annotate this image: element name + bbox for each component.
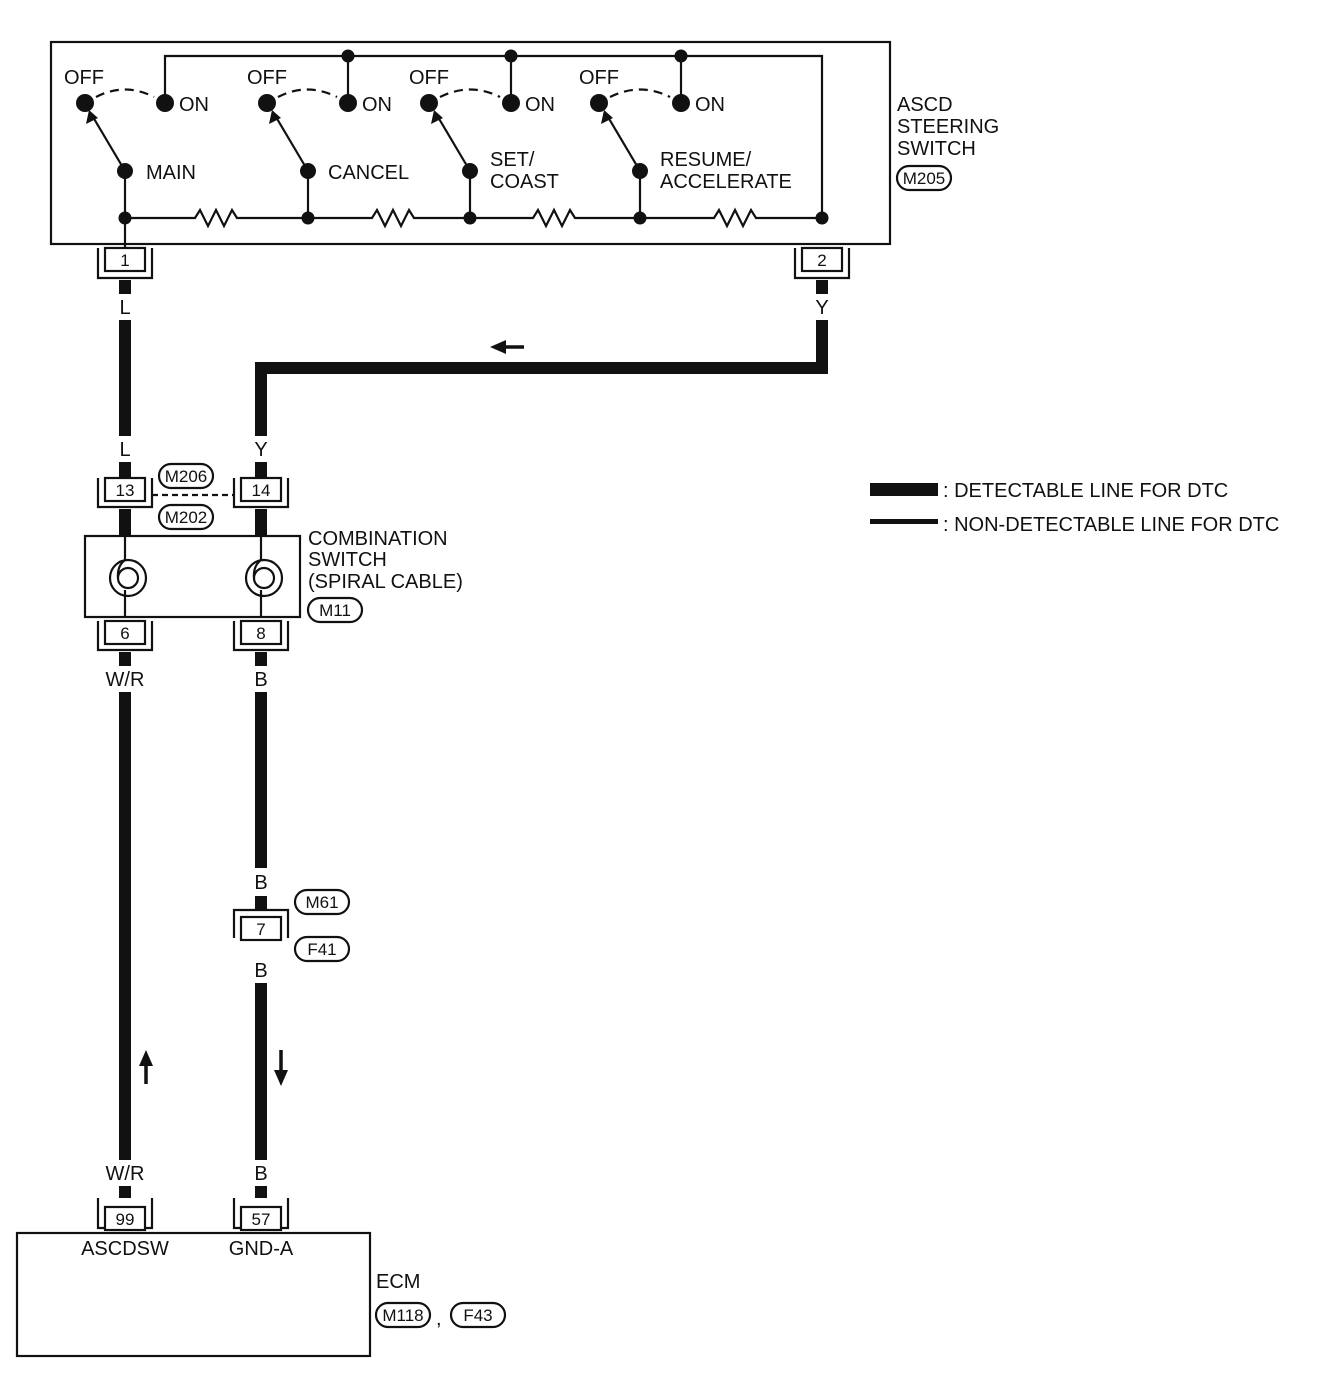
- ecm-pin-name-gnd-a: GND-A: [229, 1238, 294, 1260]
- pin-14-label: 14: [252, 481, 271, 500]
- steering-pin-1: 1: [96, 218, 154, 280]
- legend-non-detectable: : NON-DETECTABLE LINE FOR DTC: [943, 514, 1279, 536]
- wire-color-l-top: L: [119, 297, 130, 319]
- ecm-title: ECM: [376, 1271, 420, 1293]
- switch-coast-label: COAST: [490, 171, 559, 193]
- steering-pin-2: 2: [793, 246, 851, 280]
- connector-ref-m205: M205: [903, 169, 946, 188]
- connector-ref-m206: M206: [165, 467, 208, 486]
- pin-13-label: 13: [116, 481, 135, 500]
- pin-57-label: 57: [252, 1210, 271, 1229]
- switch-cancel-on-label: ON: [362, 94, 392, 116]
- switch-cancel-label: CANCEL: [328, 162, 409, 184]
- connector-badge-f43: [449, 1301, 507, 1329]
- switch-cancel-off-label: OFF: [247, 67, 287, 89]
- connector-badge-m202: [157, 503, 215, 531]
- connector-ref-m118: M118: [382, 1306, 423, 1325]
- wire-color-b-2: B: [254, 872, 267, 894]
- signal-arrow-up: [139, 1050, 153, 1084]
- wire-color-b-1: B: [254, 669, 267, 691]
- connector-badge-m206: [157, 462, 215, 490]
- combination-switch-title-3: (SPIRAL CABLE): [308, 571, 463, 593]
- connector-ref-m202: M202: [165, 508, 208, 527]
- ecm-box: [15, 1231, 372, 1358]
- connector-badge-m118: [374, 1301, 432, 1329]
- combination-switch-box: [83, 534, 302, 619]
- ascd-steering-switch: OFF ON MAIN OFF ON CANCEL OFF: [49, 40, 999, 246]
- connector-ref-f41: F41: [307, 940, 336, 959]
- switch-resume-off-label: OFF: [579, 67, 619, 89]
- combination-pin-8: 8: [232, 619, 290, 652]
- legend: : DETECTABLE LINE FOR DTC : NON-DETECTAB…: [870, 480, 1279, 536]
- switch-set-coast: OFF ON SET/ COAST: [409, 67, 559, 218]
- ecm-pin-57: 57: [232, 1198, 290, 1232]
- switch-resume-label: RESUME/: [660, 149, 752, 171]
- wire-w-r: W/R W/R: [106, 652, 145, 1198]
- switch-accelerate-label: ACCELERATE: [660, 171, 792, 193]
- connector-badge-m11: [306, 596, 364, 624]
- legend-swatch-detectable: [870, 483, 938, 496]
- ecm-connector-separator: ,: [436, 1308, 442, 1330]
- pin-2-label: 2: [817, 251, 826, 270]
- wire-l: L L: [119, 280, 131, 478]
- connector-badge-m205: [895, 164, 953, 192]
- signal-arrow-down: [274, 1050, 288, 1086]
- connector-ref-f43: F43: [463, 1306, 492, 1325]
- pin-8-label: 8: [256, 624, 265, 643]
- wire-color-wr-bottom: W/R: [106, 1163, 145, 1185]
- pin-1-label: 1: [120, 251, 129, 270]
- wire-color-b-3: B: [254, 960, 267, 982]
- switch-main-off-label: OFF: [64, 67, 104, 89]
- switch-main: OFF ON MAIN: [64, 67, 209, 218]
- ecm-pin-name-ascdsw: ASCDSW: [81, 1238, 169, 1260]
- wire-color-b-4: B: [254, 1163, 267, 1185]
- ecm-pin-99: 99: [96, 1198, 154, 1232]
- combination-switch-title-1: COMBINATION: [308, 528, 448, 550]
- wire-color-y-top: Y: [815, 297, 828, 319]
- combination-pin-6: 6: [96, 619, 154, 652]
- connector-ref-m11: M11: [319, 601, 351, 620]
- switch-set-label: SET/: [490, 149, 535, 171]
- joint-connector-m206-m202: 13 14 M206 M202: [96, 462, 290, 531]
- common-bus: [163, 54, 824, 218]
- connector-m61-f41: 7 M61 F41: [232, 888, 351, 963]
- pin-6-label: 6: [120, 624, 129, 643]
- steering-switch-title-2: STEERING: [897, 116, 999, 138]
- wire-color-y-bottom: Y: [254, 439, 267, 461]
- wire-color-l-bottom: L: [119, 439, 130, 461]
- switch-cancel: OFF ON CANCEL: [247, 67, 409, 218]
- connector-badge-f41: [293, 935, 351, 963]
- combination-switch-title-2: SWITCH: [308, 549, 387, 571]
- switch-main-on-label: ON: [179, 94, 209, 116]
- spiral-cable-right: [244, 536, 284, 617]
- signal-arrow-left: [490, 340, 524, 354]
- wire-b: B B B B: [254, 652, 268, 1198]
- switch-main-label: MAIN: [146, 162, 196, 184]
- switch-set-on-label: ON: [525, 94, 555, 116]
- switch-set-off-label: OFF: [409, 67, 449, 89]
- switch-resume-on-label: ON: [695, 94, 725, 116]
- pin-7-label: 7: [256, 920, 265, 939]
- connector-badge-m61: [293, 888, 351, 916]
- ecm: ASCDSW GND-A ECM M118 , F43: [15, 1231, 507, 1358]
- legend-detectable: : DETECTABLE LINE FOR DTC: [943, 480, 1228, 502]
- steering-switch-title-1: ASCD: [897, 94, 953, 116]
- spiral-cable-left: [108, 536, 148, 617]
- wire-y: Y Y: [254, 280, 829, 478]
- wire-color-wr-top: W/R: [106, 669, 145, 691]
- legend-swatch-non-detectable: [870, 519, 938, 524]
- combination-switch: COMBINATION SWITCH (SPIRAL CABLE) M11: [83, 528, 463, 624]
- steering-switch-title-3: SWITCH: [897, 138, 976, 160]
- connector-ref-m61: M61: [305, 893, 338, 912]
- switch-resume-accelerate: OFF ON RESUME/ ACCELERATE: [579, 67, 792, 218]
- pin-99-label: 99: [116, 1210, 135, 1229]
